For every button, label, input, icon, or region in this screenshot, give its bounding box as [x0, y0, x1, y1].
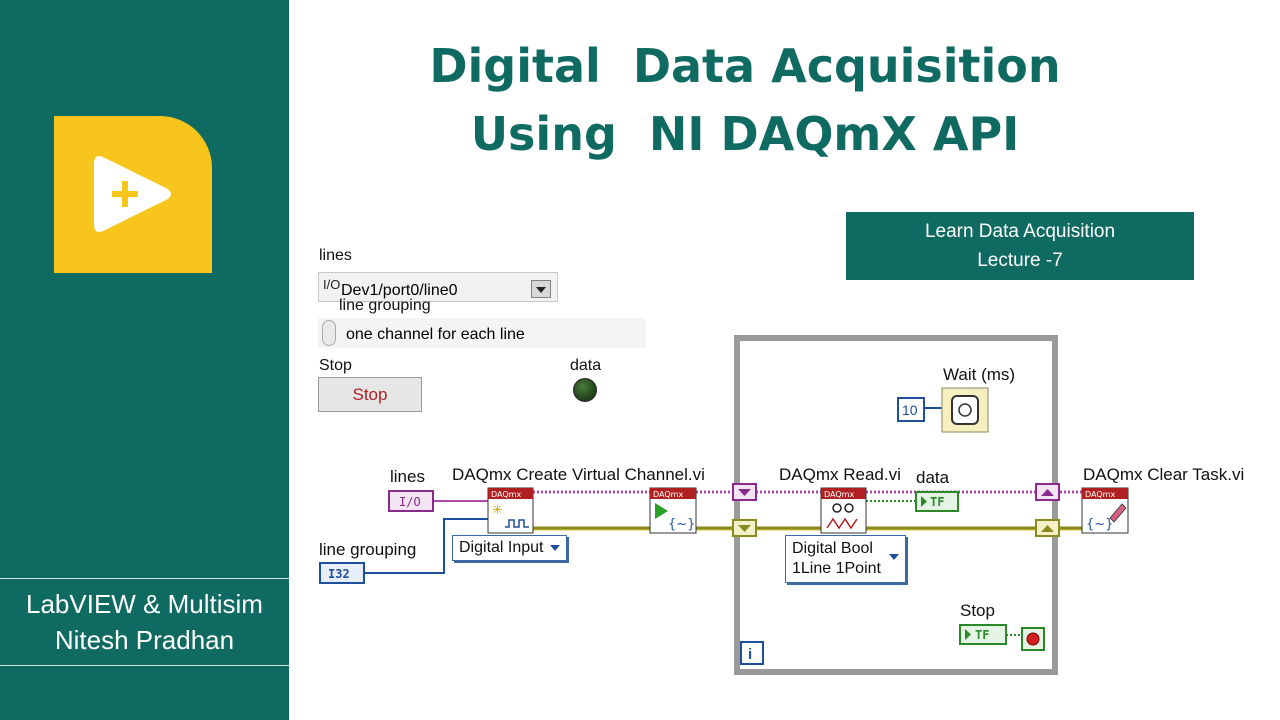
stop-terminal-text: TF	[975, 628, 989, 642]
read-type-selector[interactable]: Digital Bool 1Line 1Point	[785, 535, 906, 583]
stop-button[interactable]: Stop	[318, 377, 422, 412]
stop-sign-icon	[1026, 632, 1040, 646]
bd-create-channel-label: DAQmx Create Virtual Channel.vi	[452, 465, 705, 484]
sparkle-icon: ✳	[492, 502, 503, 517]
slide-title: Digital Data Acquisition Using NI DAQmX …	[330, 32, 1160, 168]
labview-logo	[54, 116, 212, 273]
daqmx-read-node[interactable]: DAQmx	[820, 487, 867, 534]
bd-clear-label: DAQmx Clear Task.vi	[1083, 465, 1245, 484]
create-channel-daqmx-tag: DAQmx	[491, 490, 521, 499]
data-terminal[interactable]	[915, 491, 959, 512]
iteration-terminal-text: i	[748, 646, 752, 663]
up-arrow-icon	[1041, 525, 1054, 532]
read-type-line-1: Digital Bool	[792, 540, 873, 557]
bd-line-grouping-label: line grouping	[319, 540, 417, 559]
lines-dropdown-button[interactable]	[531, 280, 551, 298]
ring-increment-icon[interactable]	[322, 320, 336, 346]
stop-terminal[interactable]	[959, 624, 1007, 645]
lines-terminal-text: I/O	[399, 495, 421, 509]
lines-control-label: lines	[319, 247, 352, 264]
author-credit: LabVIEW & Multisim Nitesh Pradhan	[0, 578, 289, 666]
sidebar: LabVIEW & Multisim Nitesh Pradhan	[0, 0, 289, 720]
up-arrow-icon	[1041, 489, 1054, 496]
indicator-arrow-icon	[921, 496, 927, 507]
glasses-icon	[832, 503, 842, 513]
wait-constant-text: 10	[902, 402, 918, 418]
daqmx-start-task-node[interactable]: DAQmx {~}	[649, 487, 697, 534]
line-grouping-wire	[364, 518, 488, 574]
digital-waveform-icon	[505, 519, 529, 528]
read-type-line-2: 1Line 1Point	[792, 560, 881, 577]
clear-task-daqmx-tag: DAQmx	[1085, 490, 1115, 499]
title-line-2: Using NI DAQmX API	[470, 107, 1020, 161]
down-arrow-icon	[738, 489, 751, 496]
lines-control[interactable]: I/O Dev1/port0/line0	[318, 272, 558, 302]
line-grouping-terminal-text: I32	[328, 567, 350, 581]
data-indicator-label: data	[570, 357, 602, 374]
waveform-brace-icon: {~}	[668, 517, 695, 532]
bd-stop-label: Stop	[960, 601, 995, 620]
wait-constant[interactable]	[897, 397, 925, 422]
read-daqmx-tag: DAQmx	[824, 490, 854, 499]
read-waveform-icon	[826, 517, 858, 530]
line-grouping-terminal[interactable]	[319, 562, 365, 584]
bd-wait-label: Wait (ms)	[943, 365, 1016, 384]
badge-line-2: Lecture -7	[977, 250, 1063, 271]
data-terminal-text: TF	[930, 495, 944, 509]
daqmx-clear-task-node[interactable]: DAQmx {~}	[1081, 487, 1129, 534]
play-icon	[655, 503, 668, 519]
bd-read-label: DAQmx Read.vi	[779, 465, 901, 484]
bd-data-label: data	[916, 468, 950, 487]
credit-line-1: LabVIEW & Multisim	[26, 589, 263, 619]
while-loop-frame	[734, 335, 1058, 675]
watch-icon	[951, 395, 979, 425]
stop-control-label: Stop	[319, 357, 352, 374]
waveform-brace-icon: {~}	[1086, 517, 1113, 532]
title-line-1: Digital Data Acquisition	[429, 39, 1061, 93]
control-arrow-icon	[965, 629, 971, 640]
play-plus-icon	[94, 156, 171, 232]
io-channel-icon: I/O	[323, 277, 341, 292]
badge-line-1: Learn Data Acquisition	[924, 221, 1116, 242]
channel-type-value: Digital Input	[459, 539, 544, 556]
iteration-terminal	[740, 641, 764, 665]
eraser-icon	[1109, 503, 1127, 523]
line-grouping-value: one channel for each line	[346, 326, 525, 343]
line-grouping-control[interactable]: one channel for each line	[318, 318, 646, 348]
lecture-badge: Learn Data Acquisition Lecture -7	[846, 212, 1194, 280]
credit-line-2: Nitesh Pradhan	[54, 625, 235, 655]
daqmx-create-channel-node[interactable]: DAQmx ✳	[487, 487, 534, 534]
channel-type-selector[interactable]: Digital Input	[452, 535, 567, 561]
down-arrow-icon	[738, 525, 751, 532]
start-task-daqmx-tag: DAQmx	[653, 490, 683, 499]
line-grouping-label: line grouping	[339, 297, 431, 314]
bd-lines-label: lines	[390, 467, 425, 486]
lines-terminal[interactable]	[388, 490, 434, 512]
chevron-down-icon	[549, 544, 560, 551]
chevron-down-icon	[888, 554, 899, 560]
data-led-indicator	[573, 378, 597, 402]
lines-control-value: Dev1/port0/line0	[341, 282, 458, 299]
